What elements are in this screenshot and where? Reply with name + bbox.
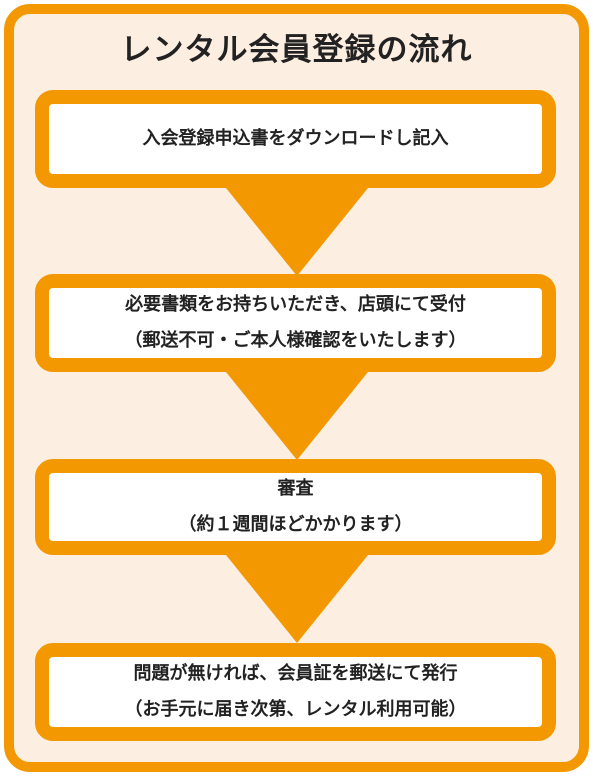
- step-4-note: （お手元に届き次第、レンタル利用可能）: [124, 699, 467, 720]
- down-arrow-icon: [226, 188, 368, 276]
- down-arrow-icon: [226, 555, 368, 643]
- flow-step-4: 問題が無ければ、会員証を郵送にて発行 （お手元に届き次第、レンタル利用可能）: [35, 643, 556, 741]
- page-title: レンタル会員登録の流れ: [120, 32, 473, 68]
- flow-step-1: 入会登録申込書をダウンロードし記入: [35, 90, 556, 188]
- down-arrow-icon: [226, 372, 368, 460]
- step-2-note: （郵送不可・ご本人様確認をいたします）: [124, 330, 467, 351]
- step-1-text: 入会登録申込書をダウンロードし記入: [142, 128, 449, 149]
- step-2-text: 必要書類をお持ちいただき、店頭にて受付: [125, 294, 466, 315]
- step-3-text: 審査: [277, 478, 314, 499]
- flow-step-3: 審査 （約１週間ほどかかります）: [35, 459, 556, 555]
- flow-step-2: 必要書類をお持ちいただき、店頭にて受付 （郵送不可・ご本人様確認をいたします）: [35, 274, 556, 372]
- step-3-note: （約１週間ほどかかります）: [178, 514, 413, 535]
- step-4-text: 問題が無ければ、会員証を郵送にて発行: [133, 663, 458, 684]
